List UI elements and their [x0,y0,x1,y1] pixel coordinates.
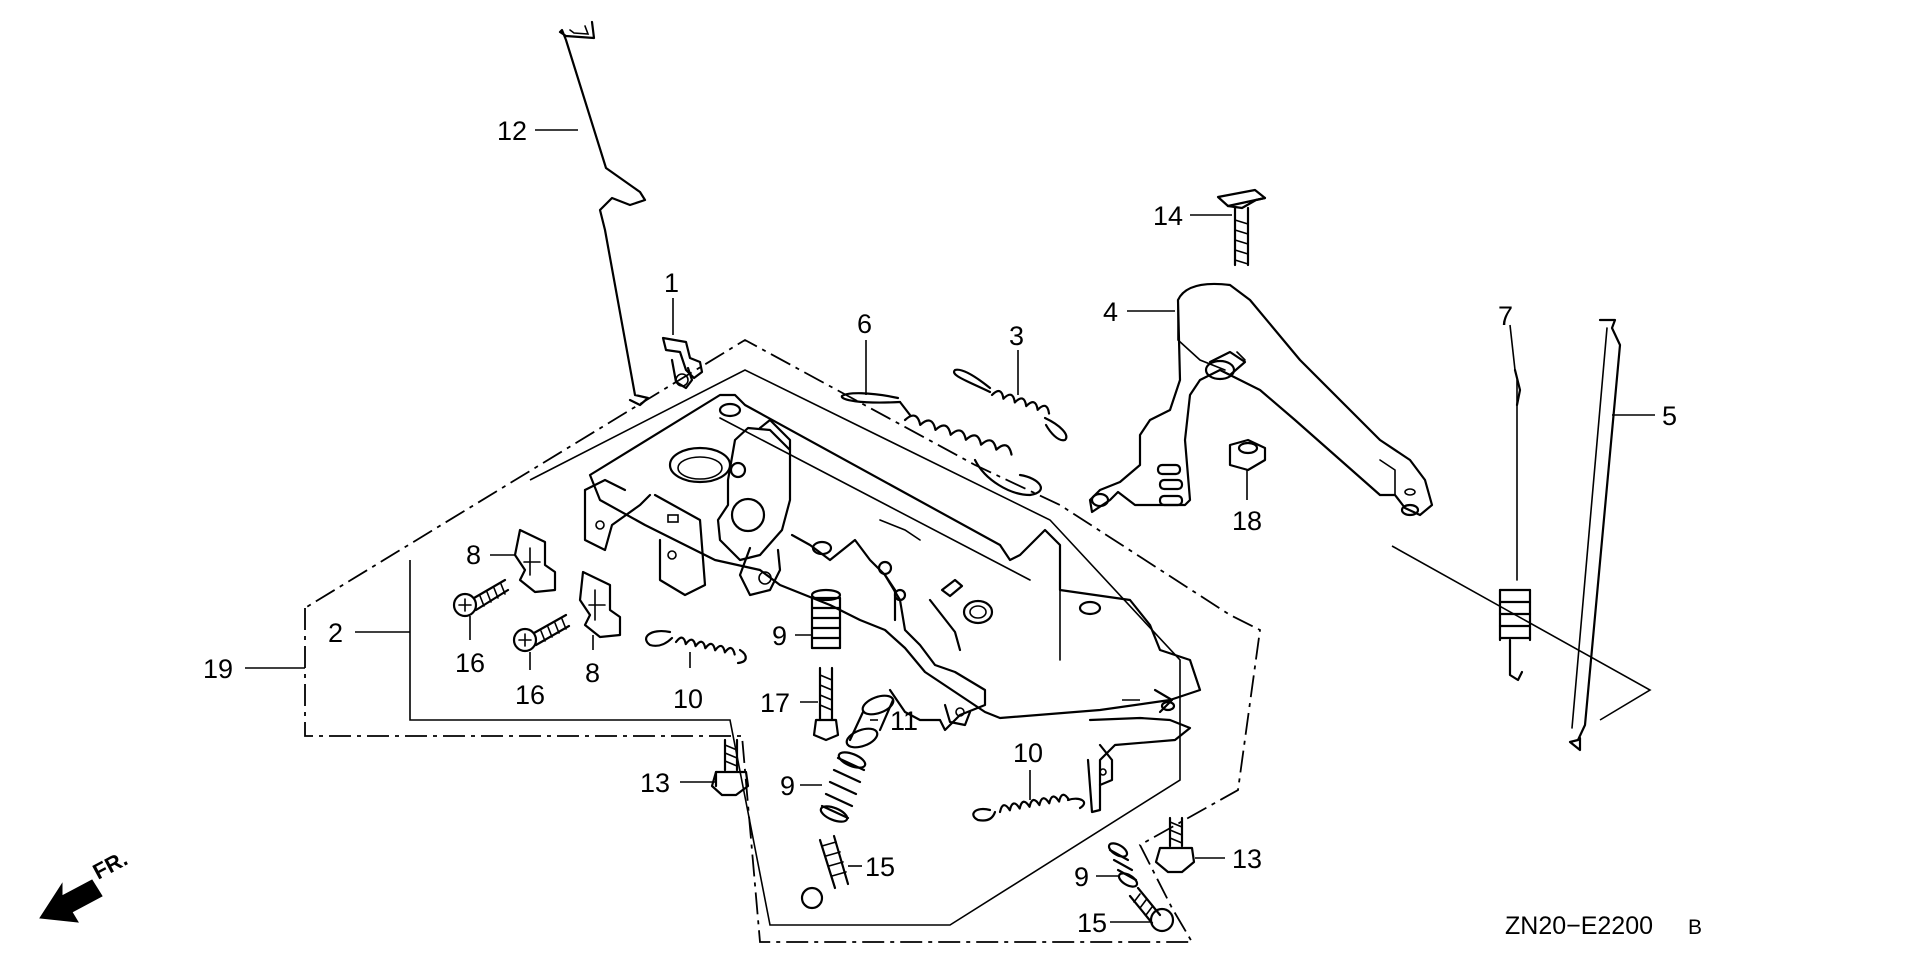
part-12-choke-rod [558,20,650,407]
part-right-bracket [1086,716,1192,814]
part-10-spring-right [972,793,1086,822]
callout-3: 3 [1009,321,1024,351]
callout-leaders [245,129,1655,923]
arrow-left-icon [39,879,103,923]
control-base-plate [583,393,1202,720]
callout-17: 17 [760,688,790,718]
callout-13b: 13 [1232,844,1262,874]
callout-12: 12 [497,116,527,146]
part-11-collar [845,694,895,749]
assembly-19-outline [304,338,1261,943]
part-9-spring-small [1107,842,1139,888]
part-15-screw-right [1128,886,1175,933]
part-9-spring-upper [810,588,842,650]
callout-15a: 15 [865,852,895,882]
callout-16a: 16 [455,648,485,678]
callout-6: 6 [857,309,872,339]
part-13-bolt-left [710,738,750,797]
callout-11: 11 [890,706,918,736]
callout-4: 4 [1103,297,1118,327]
callout-8a: 8 [466,540,481,570]
part-10-spring-left [645,630,747,665]
part-8-clamp-upper [513,528,557,594]
callout-9a: 9 [772,621,787,651]
part-17-bolt [812,666,840,742]
part-1-cable-clamp [661,336,704,390]
callout-15b: 15 [1077,908,1107,938]
part-16-screw-lower [512,613,571,653]
part-5-rod [1568,318,1622,752]
callout-10b: 10 [1013,738,1043,768]
part-7-governor-spring [1498,368,1532,682]
part-15-screw-center [800,834,850,910]
part-14-pin [1216,188,1267,267]
front-label: FR. [89,846,132,885]
part-6-spring [840,392,1042,497]
callout-13a: 13 [640,768,670,798]
callout-9c: 9 [1074,862,1089,892]
drawing-revision: B [1688,916,1702,939]
front-direction-arrow: FR. [39,846,132,923]
assembly-2-outline [409,369,1181,926]
callout-19: 19 [203,654,233,684]
callout-14: 14 [1153,201,1183,231]
callout-1: 1 [664,268,679,298]
callout-8b: 8 [585,658,600,688]
part-18-nut [1228,438,1267,472]
callout-7: 7 [1498,301,1513,331]
callout-16b: 16 [515,680,545,710]
drawing-code-text: ZN20−E2200 [1505,912,1653,940]
callout-10a: 10 [673,684,703,714]
callout-5: 5 [1662,401,1677,431]
callout-9b: 9 [780,771,795,801]
callout-labels: 1 2 3 4 5 6 7 8 8 9 9 9 10 10 11 12 13 1… [203,116,1677,938]
part-16-screw-upper [452,578,510,618]
part-13-bolt-right [1154,816,1196,874]
callout-2: 2 [328,618,343,648]
throttle-link-lever [790,533,987,732]
control-lever [716,418,792,597]
part-3-spring [952,368,1068,442]
part-4-governor-arm [1088,282,1434,517]
drawing-code: ZN20−E2200 B [1505,912,1702,940]
part-8-clamp-lower [578,570,622,639]
part-9-spring-lower [819,751,867,823]
callout-18: 18 [1232,506,1262,536]
governor-assembly-lines [1391,545,1652,721]
